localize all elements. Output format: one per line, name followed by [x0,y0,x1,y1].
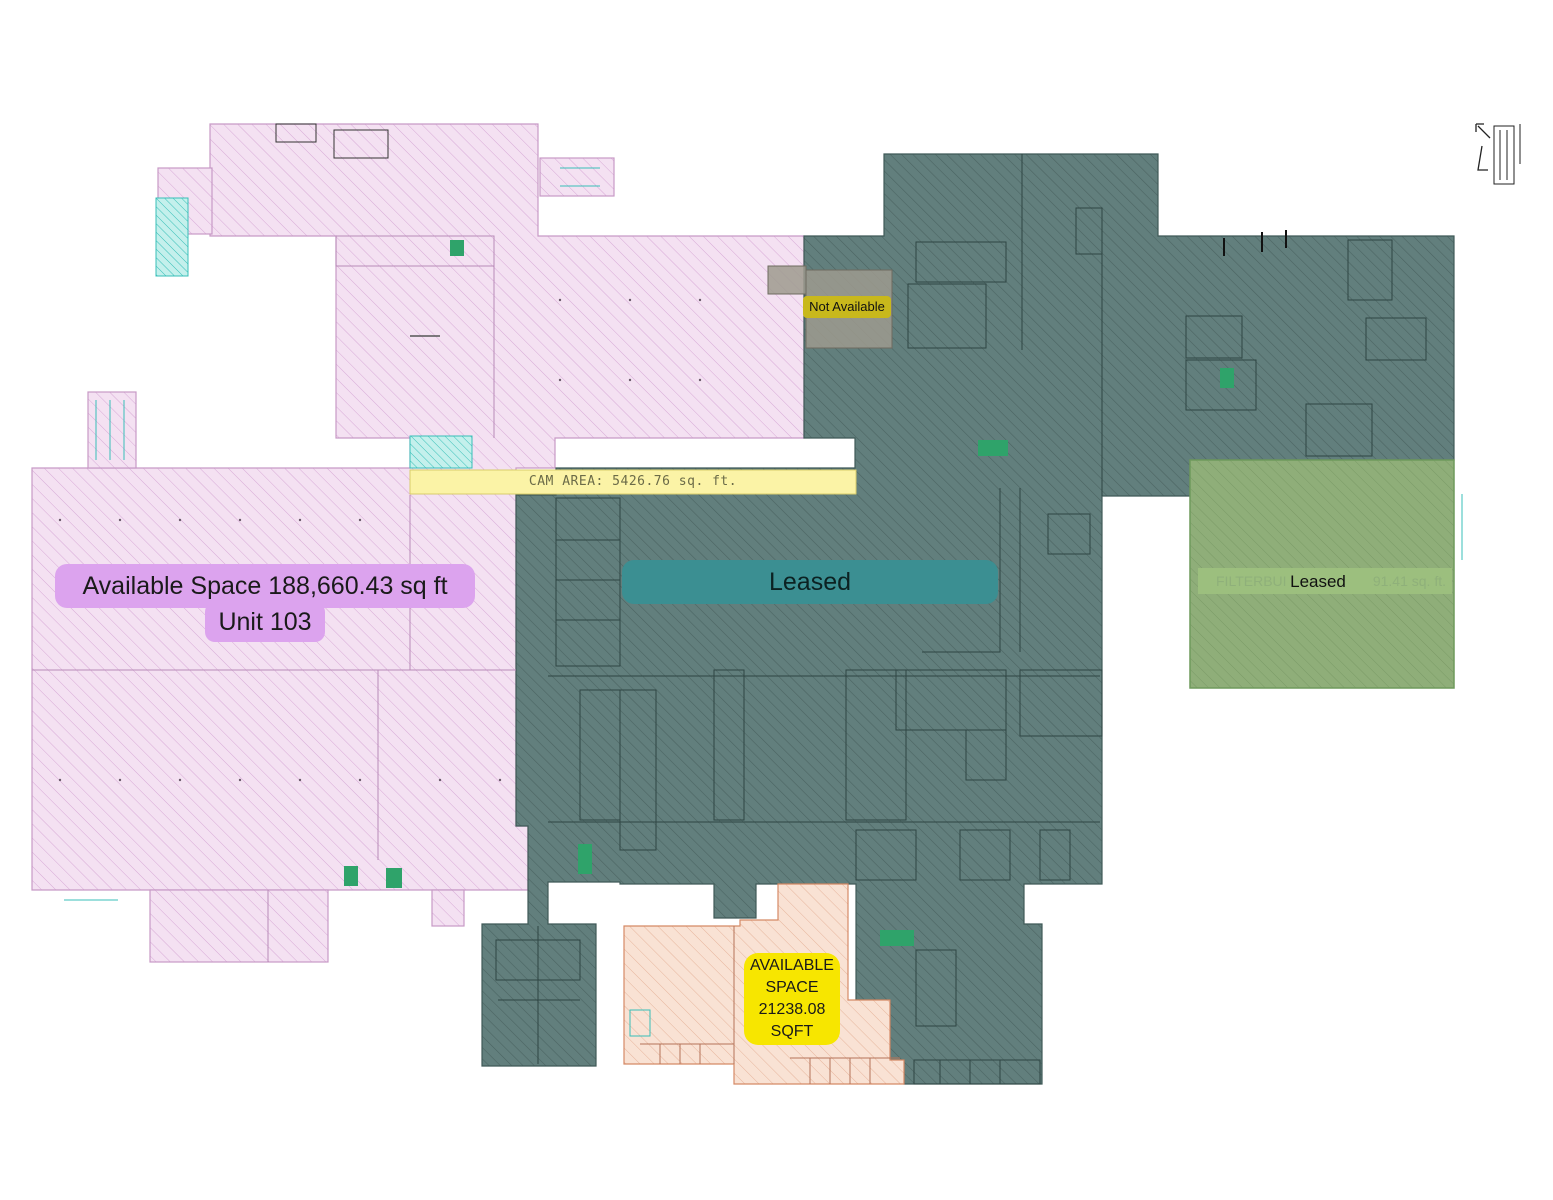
available-space-small-label: AVAILABLE SPACE 21238.08 SQFT [744,953,840,1045]
unit-103-label: Available Space 188,660.43 sq ft [55,564,475,608]
leased-label-main: Leased [622,560,998,604]
faint-plan-text-right: 91.41 sq. ft. [1372,573,1446,589]
cyan-details [64,167,1463,901]
available-interior-walls [32,123,516,962]
cam-area-zone[interactable] [409,469,857,495]
north-arrow-icon [1475,123,1491,171]
faint-plan-text-left: FILTERBUI [1216,573,1287,589]
available-zone-unit-103[interactable] [31,123,805,963]
available-space-small-text: AVAILABLE SPACE 21238.08 SQFT [750,957,834,1040]
legend-stamp-icon [1493,124,1521,185]
leased-label-right: Leased [1290,572,1346,591]
leased-zone-right[interactable] [1189,459,1455,689]
cam-area-label: CAM AREA: 5426.76 sq. ft. [528,474,738,489]
leased-interior-walls [495,154,1427,1085]
unit-103-number: Unit 103 [205,602,325,642]
not-available-label: Not Available [803,296,891,318]
restroom-fixtures [344,240,1234,946]
available-small-interior [629,926,900,1084]
column-grid-dots [58,298,702,782]
faint-plan-text: FILTERBUI 91.41 sq. ft. [1216,570,1446,592]
